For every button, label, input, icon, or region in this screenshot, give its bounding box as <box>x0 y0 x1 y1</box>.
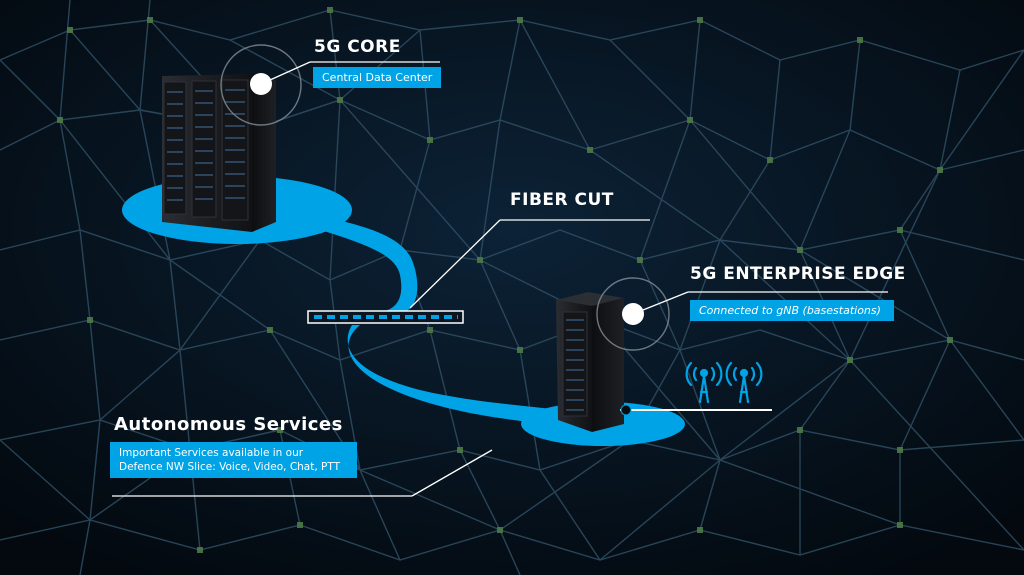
cell-tower-icon <box>725 361 763 404</box>
services-callout <box>112 449 493 497</box>
fiber-callout <box>409 219 650 309</box>
edge-subtitle-badge: Connected to gNB (basestations) <box>690 300 894 321</box>
core-subtitle-badge: Central Data Center <box>313 67 441 88</box>
services-line-1: Important Services available in our <box>119 447 304 459</box>
edge-title: 5G ENTERPRISE EDGE <box>690 264 906 284</box>
core-title: 5G CORE <box>314 37 401 57</box>
core-callout <box>220 44 440 126</box>
services-description-badge: Important Services available in our Defe… <box>110 442 357 478</box>
services-title: Autonomous Services <box>114 414 343 435</box>
fiber-cut-marker <box>307 310 464 324</box>
fiber-upper-ribbon <box>290 212 418 312</box>
services-line-2: Defence NW Slice: Voice, Video, Chat, PT… <box>119 461 341 473</box>
server-rack-icon <box>556 292 624 432</box>
network-nodes <box>57 7 953 553</box>
fiber-cut-title: FIBER CUT <box>510 190 614 210</box>
cell-tower-icon <box>685 361 723 404</box>
server-rack-cluster-icon <box>162 74 276 232</box>
edge-callout <box>596 277 888 416</box>
